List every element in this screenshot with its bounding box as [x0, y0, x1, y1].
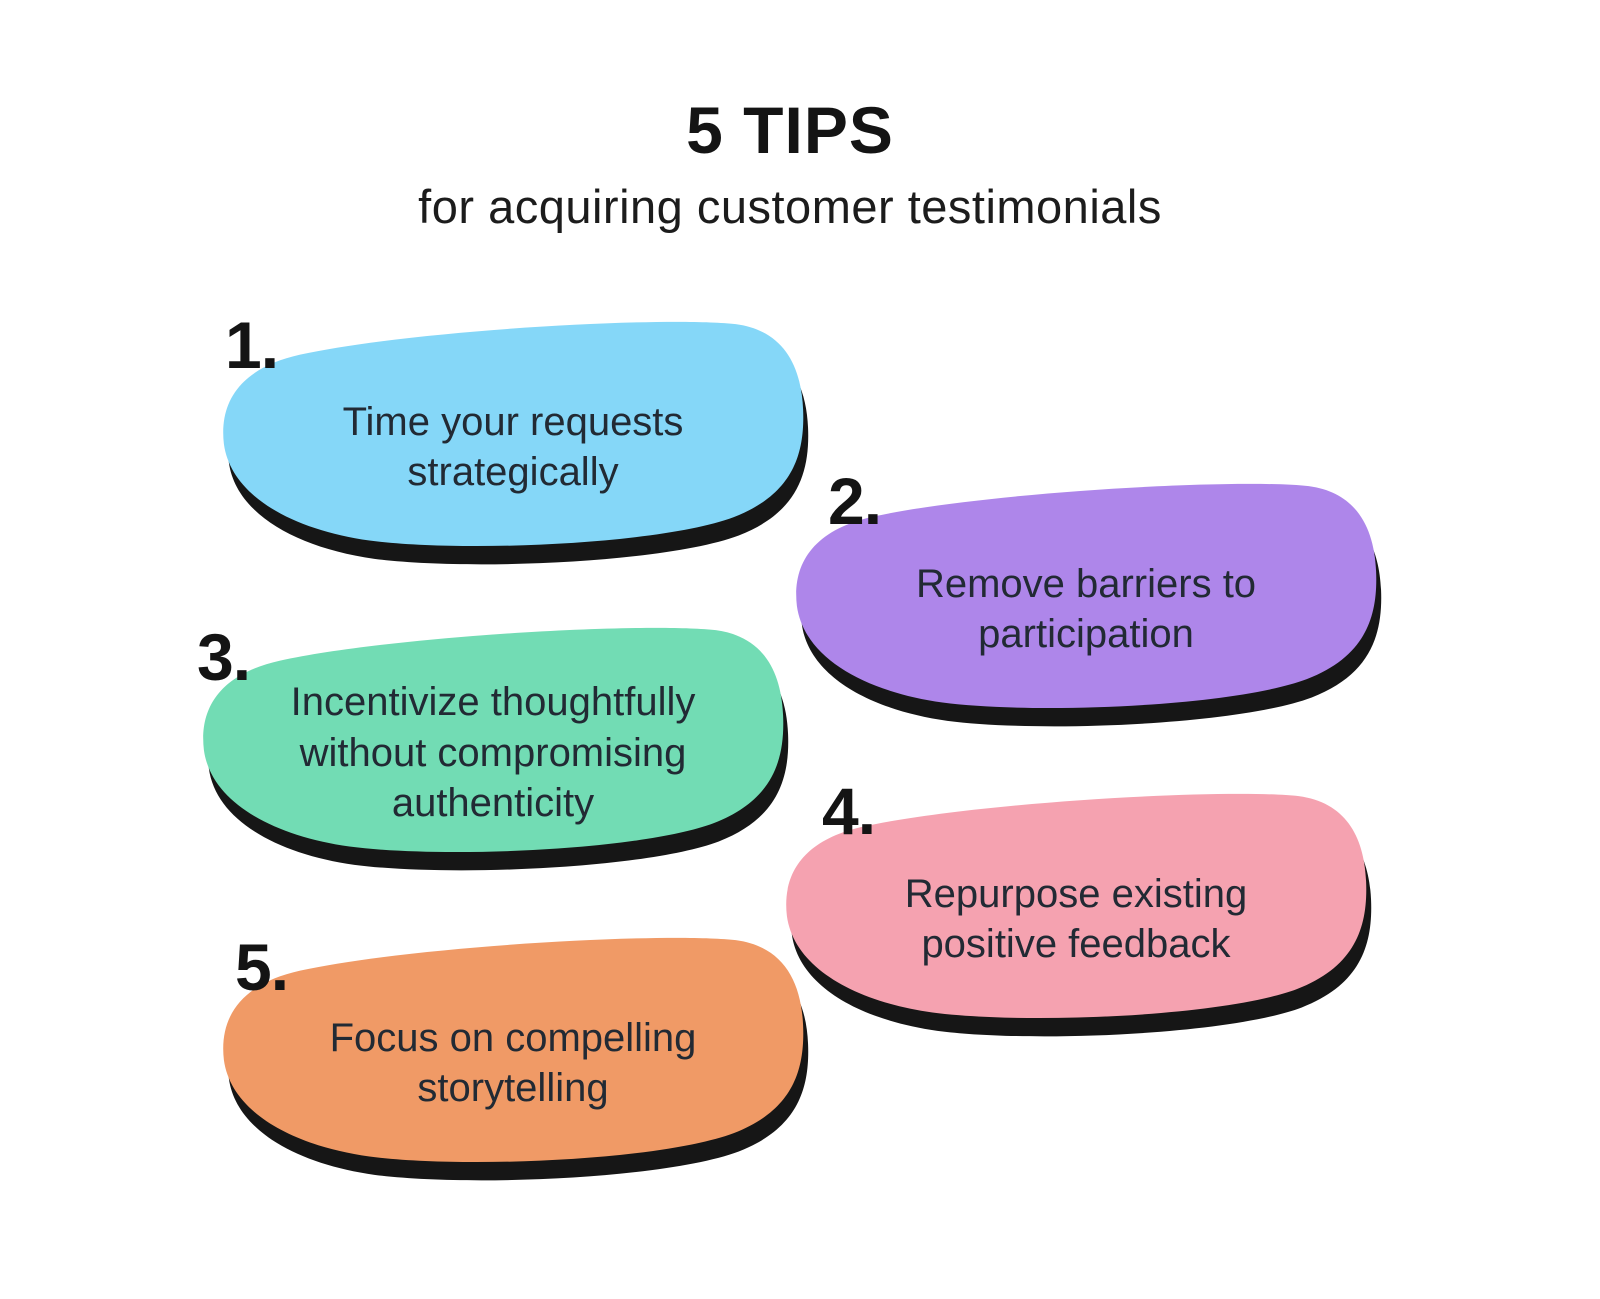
page-subtitle: for acquiring customer testimonials: [418, 180, 1162, 234]
tip-number: 2.: [828, 464, 882, 538]
blob-shape-graphic: [786, 793, 1372, 1037]
blob-fill-shape: [796, 483, 1377, 709]
blob-shape-graphic: [796, 483, 1382, 727]
tip-blob-2: 2. Remove barriers to participation: [786, 468, 1386, 732]
tip-blob-5: 5. Focus on compelling storytelling: [213, 930, 813, 1186]
tip-label: Focus on compelling storytelling: [329, 1015, 697, 1110]
tip-blob-1: 1. Time your requests strategically: [213, 308, 813, 570]
tip-label: Repurpose existing positive feedback: [904, 871, 1248, 966]
blob-fill-shape: [223, 321, 804, 547]
tip-label: Incentivize thoughtfully without comprom…: [290, 680, 696, 826]
blob-fill-shape: [786, 793, 1367, 1019]
blob-fill-shape: [203, 627, 784, 853]
blob-shape-graphic: [223, 321, 809, 565]
blob-fill-shape: [223, 937, 804, 1163]
tip-number: 4.: [822, 774, 876, 848]
blob-shape-graphic: [223, 937, 809, 1181]
tip-blob-3: 3. Incentivize thoughtfully without comp…: [193, 620, 793, 876]
tip-number: 3.: [197, 620, 251, 694]
blob-shape-graphic: [203, 627, 789, 871]
tip-label: Remove barriers to participation: [915, 561, 1257, 656]
tip-blob-4: 4. Repurpose existing positive feedback: [776, 778, 1376, 1042]
page-title: 5 TIPS: [686, 93, 894, 167]
tip-number: 1.: [225, 308, 279, 382]
tip-label: Time your requests strategically: [342, 399, 684, 494]
header: 5 TIPS for acquiring customer testimonia…: [0, 93, 1580, 234]
tip-number: 5.: [235, 930, 289, 1004]
